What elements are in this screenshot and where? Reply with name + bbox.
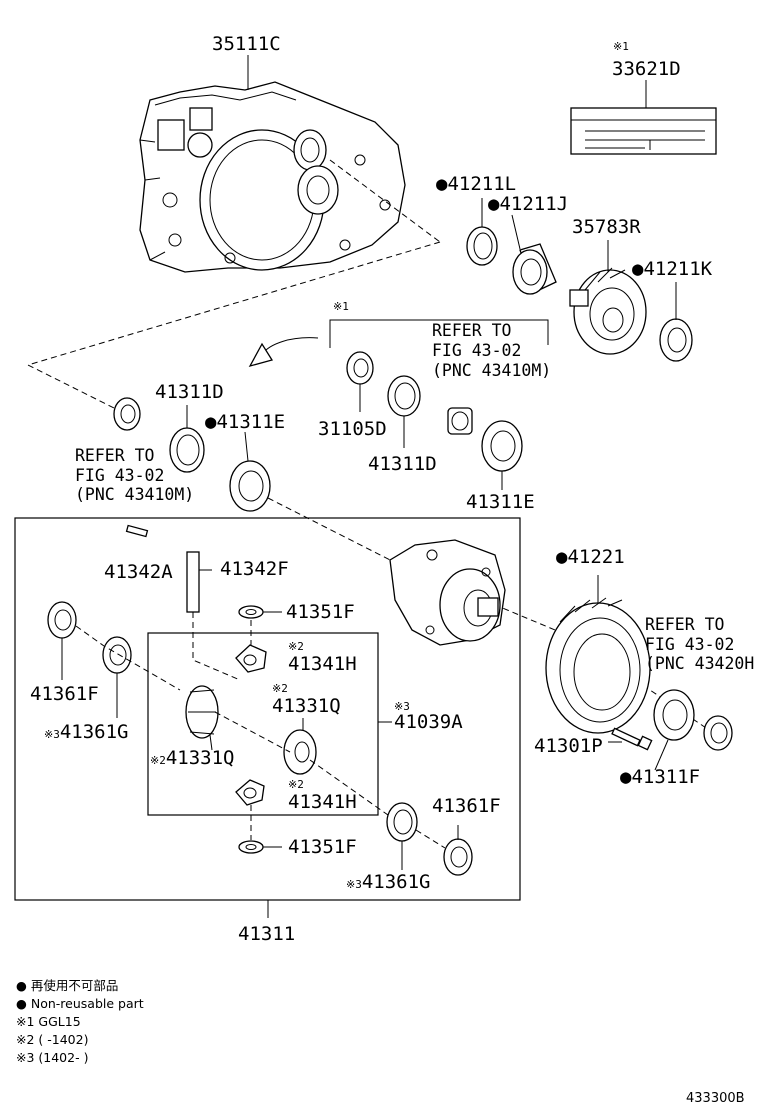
bullet-mark: ● bbox=[488, 193, 500, 215]
label-41361F-right: 41361F bbox=[432, 795, 501, 817]
code-41361G-right: 41361G bbox=[362, 871, 431, 893]
refer-note-a-line3: (PNC 43410M) bbox=[432, 361, 551, 380]
legend-line-4: ※2 ( -1402) bbox=[16, 1032, 88, 1047]
code-41211J: 41211J bbox=[499, 193, 568, 215]
legend: ● 再使用不可部品 ● Non-reusable part ※1 GGL15 ※… bbox=[16, 978, 144, 1065]
label-41341H-top: 41341H bbox=[288, 653, 357, 675]
label-41311D-left: 41311D bbox=[155, 381, 224, 403]
bullet-mark: ● bbox=[436, 173, 448, 195]
mark-ref3: ※3 bbox=[346, 878, 362, 891]
label-41211J: ●41211J bbox=[488, 193, 568, 215]
label-41311E-left: ●41311E bbox=[205, 411, 285, 433]
label-41311D-right: 41311D bbox=[368, 453, 437, 475]
refer-note-c-line3: (PNC 43420H bbox=[645, 654, 754, 673]
refer-note-a-line2: FIG 43-02 bbox=[432, 341, 521, 360]
figure-code: 433300B bbox=[686, 1091, 745, 1106]
legend-line-1: ● 再使用不可部品 bbox=[16, 978, 118, 993]
code-41211L: 41211L bbox=[447, 173, 516, 195]
label-41039A: 41039A bbox=[394, 711, 463, 733]
caution-label-drawing bbox=[570, 80, 717, 155]
refer-note-a-line1: REFER TO bbox=[432, 321, 511, 340]
label-41331Q-right: 41331Q bbox=[272, 695, 341, 717]
label-41331Q-left: ※241331Q bbox=[150, 747, 234, 769]
seal-and-bearing-parts-middle bbox=[113, 351, 523, 512]
label-41361F-left: 41361F bbox=[30, 683, 99, 705]
label-41351F-top: 41351F bbox=[286, 601, 355, 623]
refer-note-b-line2: FIG 43-02 bbox=[75, 466, 164, 485]
bullet-mark: ● bbox=[632, 258, 644, 280]
label-41311E-right: 41311E bbox=[466, 491, 535, 513]
bracket-ref1 bbox=[248, 319, 549, 368]
label-41341H-bottom: 41341H bbox=[288, 791, 357, 813]
label-35111C: 35111C bbox=[212, 33, 281, 55]
code-41331Q-left: 41331Q bbox=[166, 747, 235, 769]
mark-ref1-bracket: ※1 bbox=[333, 300, 349, 313]
pinion-parts bbox=[125, 524, 317, 854]
mark-ref3-41039A: ※3 bbox=[394, 700, 410, 713]
label-41211L: ●41211L bbox=[436, 173, 516, 195]
bolt-and-bearings-right bbox=[608, 689, 733, 771]
label-41361G-right: ※341361G bbox=[346, 871, 430, 893]
mark-ref2-41341H-top: ※2 bbox=[288, 640, 304, 653]
label-41311: 41311 bbox=[238, 923, 295, 945]
pinion-kit-box bbox=[147, 632, 379, 816]
label-41311F: ●41311F bbox=[620, 766, 700, 788]
label-41342A: 41342A bbox=[104, 561, 173, 583]
legend-line-2: ● Non-reusable part bbox=[16, 996, 144, 1011]
mark-ref2: ※2 bbox=[150, 754, 166, 767]
mark-ref3: ※3 bbox=[44, 728, 60, 741]
legend-line-3: ※1 GGL15 bbox=[16, 1014, 81, 1029]
code-41361G-left: 41361G bbox=[60, 721, 129, 743]
code-41311F: 41311F bbox=[631, 766, 700, 788]
legend-line-5: ※3 (1402- ) bbox=[16, 1050, 88, 1065]
transaxle-case-drawing bbox=[139, 81, 406, 273]
code-41311E-left: 41311E bbox=[216, 411, 285, 433]
code-41211K: 41211K bbox=[643, 258, 712, 280]
bullet-mark: ● bbox=[205, 411, 217, 433]
label-35783R: 35783R bbox=[572, 216, 641, 238]
bullet-mark: ● bbox=[556, 546, 568, 568]
code-41221: 41221 bbox=[567, 546, 624, 568]
label-41221: ●41221 bbox=[556, 546, 625, 568]
ring-gear-drawing bbox=[545, 575, 651, 734]
label-41351F-bottom: 41351F bbox=[288, 836, 357, 858]
label-41342F: 41342F bbox=[220, 558, 289, 580]
bearing-parts-upper bbox=[466, 198, 693, 362]
side-washers bbox=[47, 601, 473, 876]
label-41211K: ●41211K bbox=[632, 258, 713, 280]
mark-ref2-41331Q-right: ※2 bbox=[272, 682, 288, 695]
refer-note-b-line3: (PNC 43410M) bbox=[75, 485, 194, 504]
label-31105D: 31105D bbox=[318, 418, 387, 440]
label-33621D: 33621D bbox=[612, 58, 681, 80]
bullet-mark: ● bbox=[620, 766, 632, 788]
differential-case-drawing bbox=[389, 539, 506, 646]
label-41301P: 41301P bbox=[534, 735, 603, 757]
label-41361G-left: ※341361G bbox=[44, 721, 128, 743]
mark-ref2-41341H-bottom: ※2 bbox=[288, 778, 304, 791]
refer-note-c-line2: FIG 43-02 bbox=[645, 635, 734, 654]
refer-note-b-line1: REFER TO bbox=[75, 446, 154, 465]
refer-note-c-line1: REFER TO bbox=[645, 615, 724, 634]
mark-ref1-33621D: ※1 bbox=[613, 40, 629, 53]
